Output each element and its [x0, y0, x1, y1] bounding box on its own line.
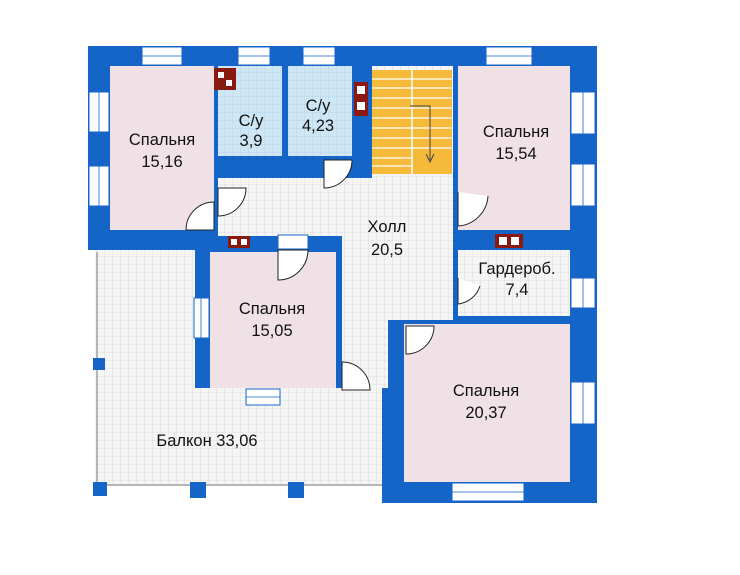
doors [185, 159, 489, 391]
bath-2-name: С/у [306, 97, 332, 115]
hall-name: Холл [368, 218, 407, 236]
bath-1-area: 3,9 [240, 132, 263, 150]
bath-2-area: 4,23 [302, 117, 334, 135]
bedroom-center-name: Спальня [239, 300, 305, 318]
bedroom-ne-area: 15,54 [495, 145, 536, 163]
wardrobe-floor [458, 250, 570, 316]
bedroom-se-area: 20,37 [465, 404, 506, 422]
room-labels: Спальня 15,16 С/у 3,9 С/у 4,23 Спальня 1… [129, 97, 556, 450]
bedroom-center-area: 15,05 [251, 322, 292, 340]
wardrobe-area: 7,4 [506, 281, 529, 299]
bedroom-se-floor [404, 324, 570, 482]
bath-2-floor [288, 66, 352, 156]
balcony-posts [93, 358, 304, 498]
windows [88, 46, 596, 502]
hall-area: 20,5 [371, 241, 403, 259]
bedroom-nw-area: 15,16 [141, 153, 182, 171]
staircase [372, 70, 452, 174]
wardrobe-name: Гардероб. [478, 260, 555, 278]
bath-1-name: С/у [239, 112, 265, 130]
balcony-label: Балкон 33,06 [156, 432, 257, 450]
bedroom-ne-name: Спальня [483, 123, 549, 141]
vent-ducts [214, 68, 523, 248]
bedroom-center-floor [210, 252, 336, 388]
bedroom-se-name: Спальня [453, 382, 519, 400]
bedroom-nw-floor [110, 66, 214, 230]
bedroom-nw-name: Спальня [129, 131, 195, 149]
